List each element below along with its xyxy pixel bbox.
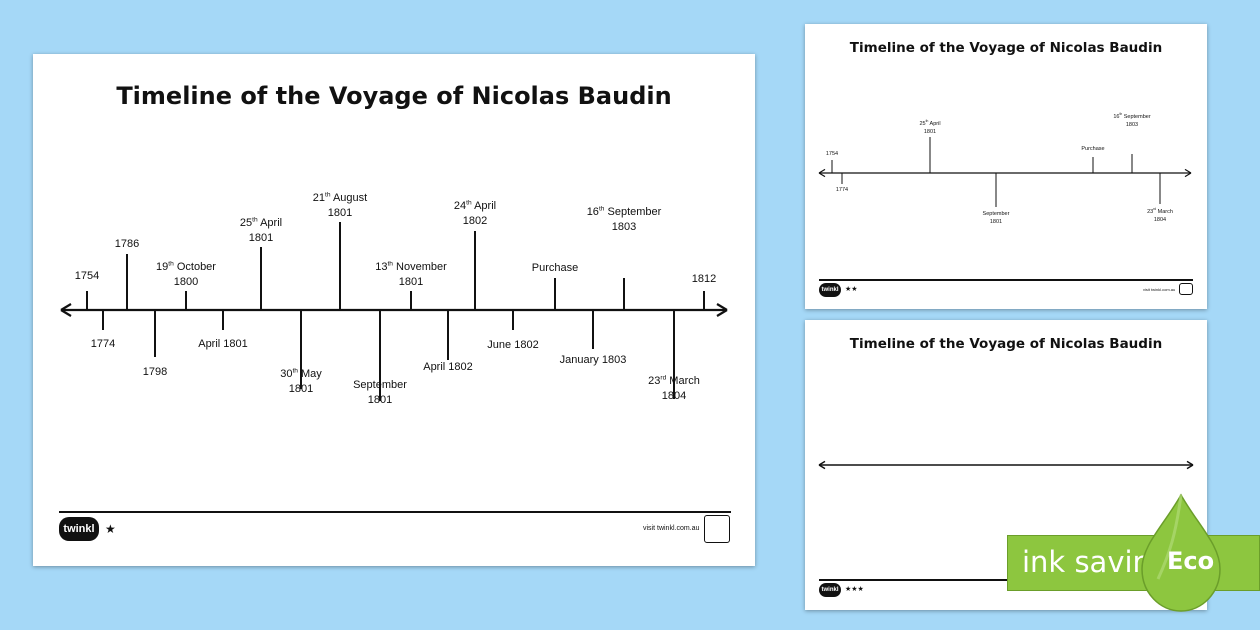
timeline-axis bbox=[818, 137, 1192, 207]
blank-timeline-axis bbox=[818, 460, 1194, 470]
timeline-event-label: April 1802 bbox=[423, 361, 473, 373]
timeline-event-label: 1754 bbox=[74, 270, 100, 282]
footer-divider bbox=[819, 279, 1193, 281]
eco-label: Eco bbox=[1167, 547, 1215, 575]
quality-badge-icon bbox=[1179, 283, 1193, 295]
timeline-event-label: January 1803 bbox=[559, 354, 627, 366]
ink-saving-banner: ink saving bbox=[1007, 535, 1260, 591]
timeline-event-label: 1774 bbox=[835, 187, 849, 193]
timeline-event-label: 1754 bbox=[825, 151, 839, 157]
twinkl-logo: twinkl bbox=[819, 283, 841, 297]
timeline-event-label: 1786 bbox=[114, 238, 140, 250]
timeline-event-label: 1798 bbox=[142, 366, 168, 378]
twinkl-logo: twinkl bbox=[819, 583, 841, 597]
arrowhead-left bbox=[818, 168, 826, 174]
footer-divider bbox=[819, 579, 1193, 581]
timeline-event-label: Purchase bbox=[531, 262, 579, 274]
timeline-event-label: June 1802 bbox=[487, 339, 539, 351]
footer-visit-text: visit twinkl.com.au bbox=[643, 525, 700, 532]
arrowhead-left bbox=[60, 303, 72, 311]
arrowhead-left bbox=[818, 460, 826, 466]
eco-leaf-icon bbox=[1141, 493, 1221, 612]
arrowhead-right bbox=[1184, 172, 1192, 178]
timeline-event-label: 1812 bbox=[691, 273, 717, 285]
worksheet-preview-main[interactable]: Timeline of the Voyage of Nicolas Baudin… bbox=[33, 54, 755, 566]
timeline-axis bbox=[60, 222, 728, 401]
arrowhead-right bbox=[818, 464, 826, 470]
worksheet-preview-2[interactable]: Timeline of the Voyage of Nicolas Baudin… bbox=[805, 24, 1207, 309]
quality-badge-icon bbox=[704, 515, 730, 543]
arrowhead-right bbox=[60, 309, 72, 317]
arrowhead-right bbox=[716, 309, 728, 317]
timeline-event-label: April 1801 bbox=[198, 338, 248, 350]
difficulty-stars: ★★ bbox=[845, 286, 858, 293]
page-title: Timeline of the Voyage of Nicolas Baudin bbox=[849, 40, 1163, 56]
timeline-event-label: 1774 bbox=[90, 338, 116, 350]
footer-divider bbox=[59, 511, 731, 513]
arrowhead-right bbox=[1186, 460, 1194, 466]
arrowhead-right bbox=[1186, 464, 1194, 470]
arrowhead-right bbox=[818, 172, 826, 178]
page-title: Timeline of the Voyage of Nicolas Baudin bbox=[116, 82, 672, 110]
footer-visit-text: visit twinkl.com.au bbox=[1143, 287, 1176, 292]
arrowhead-right bbox=[716, 303, 728, 311]
twinkl-logo: twinkl bbox=[59, 517, 99, 541]
arrowhead-right bbox=[1184, 168, 1192, 174]
timeline-event-label: Purchase bbox=[1081, 146, 1105, 152]
page-title: Timeline of the Voyage of Nicolas Baudin bbox=[849, 336, 1163, 352]
difficulty-stars: ★ bbox=[105, 522, 116, 536]
difficulty-stars: ★★★ bbox=[845, 586, 864, 593]
